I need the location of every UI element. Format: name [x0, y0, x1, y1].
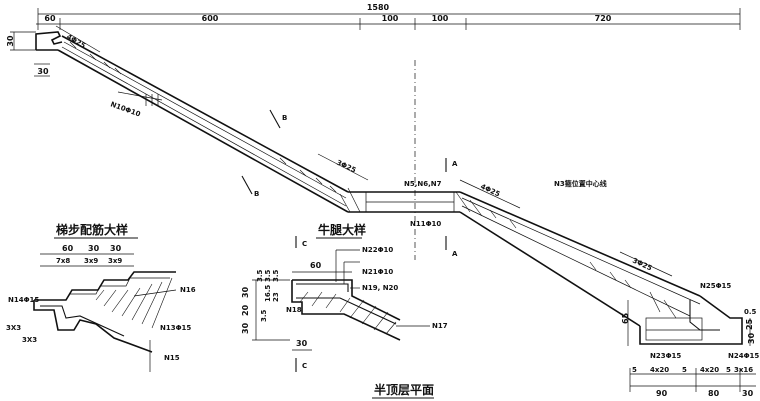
- right-dim-5c: 5: [726, 366, 731, 374]
- step-detail: 梯步配筋大样 60 30 30 7x8 3x9 3x9 N16 N14Φ15 3…: [6, 222, 196, 372]
- corbel-detail: 牛腿大样 60 30 20 30 3.5 3.5 3.5 16.5 23 3.5: [241, 222, 448, 351]
- label-n21: N21Φ10: [362, 268, 393, 276]
- step-dim-30a: 30: [88, 244, 100, 253]
- label-3x3-a: 3X3: [6, 324, 21, 332]
- rebar-brackets: [55, 25, 673, 277]
- dim-720: 720: [595, 14, 612, 23]
- dim-left-30-top: 30: [6, 35, 15, 47]
- right-dim-90: 90: [656, 389, 668, 398]
- label-n11: N11Φ10: [410, 220, 441, 228]
- dim-100a: 100: [382, 14, 399, 23]
- corbel-dim-3-5-c: 3.5: [272, 269, 280, 282]
- corbel-dim-30b: 30: [241, 322, 250, 334]
- right-dim-4x20a: 4x20: [650, 366, 669, 374]
- rebar-labels: 4Φ25 N10Φ10 3Φ25 N5,N6,N7 N11Φ10 4Φ25 3Φ…: [65, 33, 759, 360]
- right-dim-v30: 30: [747, 332, 756, 344]
- left-dimensions: 30 30: [6, 31, 50, 77]
- step-dim-3x9b: 3x9: [108, 257, 122, 265]
- right-dim-80: 80: [708, 389, 720, 398]
- label-n10: N10Φ10: [109, 100, 141, 118]
- step-dim-3x9a: 3x9: [84, 257, 98, 265]
- right-dim-4x20b: 4x20: [700, 366, 719, 374]
- right-dim-5a: 5: [632, 366, 637, 374]
- stair-slab: [35, 31, 743, 345]
- label-n3-centerline: N3箍位置中心线: [554, 179, 607, 188]
- right-dim-30: 30: [742, 389, 754, 398]
- step-dim-30b: 30: [110, 244, 122, 253]
- section-marks: A A B B C C: [241, 60, 458, 372]
- step-detail-title: 梯步配筋大样: [56, 222, 128, 237]
- section-b-bottom: B: [254, 190, 259, 198]
- label-n13: N13Φ15: [160, 324, 191, 332]
- label-n19-n20: N19, N20: [362, 284, 398, 292]
- label-n23: N23Φ15: [650, 352, 681, 360]
- right-dim-5b: 5: [682, 366, 687, 374]
- corbel-dim-bottom-30: 30: [296, 339, 308, 348]
- step-dim-60: 60: [62, 244, 74, 253]
- corbel-dim-3-5-d: 3.5: [260, 309, 268, 322]
- step-dim-7x8: 7x8: [56, 257, 70, 265]
- label-n5-n6-n7: N5,N6,N7: [404, 180, 442, 188]
- plan-title: 半顶层平面: [374, 382, 434, 397]
- label-n18: N18: [286, 306, 302, 314]
- dim-total: 1580: [367, 3, 390, 12]
- corbel-dim-20: 20: [241, 304, 250, 316]
- label-4x25-top: 4Φ25: [65, 33, 87, 50]
- label-n16: N16: [180, 286, 196, 294]
- label-n24: N24Φ15: [728, 352, 759, 360]
- corbel-dim-3-5-b: 3.5: [264, 269, 272, 282]
- corbel-dim-3-5-a: 3.5: [256, 269, 264, 282]
- label-n17: N17: [432, 322, 448, 330]
- top-dimension-line: 1580 60 600 100 100 720: [36, 3, 741, 30]
- corbel-detail-title: 牛腿大样: [318, 222, 366, 237]
- dim-60: 60: [44, 14, 56, 23]
- label-3x3-b: 3X3: [22, 336, 37, 344]
- right-dim-v25: 25: [745, 318, 754, 330]
- section-b-top: B: [282, 114, 287, 122]
- right-dimensions: 5 4x20 5 4x20 5 3x16 90 80 30 65 30 25 0…: [621, 300, 757, 398]
- section-a-bottom: A: [452, 250, 458, 258]
- label-3x25-upper: 3Φ25: [335, 159, 357, 175]
- dim-600: 600: [202, 14, 219, 23]
- label-4x25-lower: 4Φ25: [479, 183, 501, 199]
- label-n22: N22Φ10: [362, 246, 393, 254]
- plan-title-group: 半顶层平面: [372, 382, 434, 399]
- label-n15: N15: [164, 354, 180, 362]
- section-a-top: A: [452, 160, 458, 168]
- corbel-dim-16-5: 16.5: [264, 285, 272, 302]
- label-n25: N25Φ15: [700, 282, 731, 290]
- corbel-dim-60: 60: [310, 261, 322, 270]
- slab-hatching: [69, 41, 677, 319]
- dim-100b: 100: [432, 14, 449, 23]
- section-c-top: C: [302, 240, 307, 248]
- label-n14: N14Φ15: [8, 296, 39, 304]
- section-c-bottom: C: [302, 362, 307, 370]
- right-dim-3x16: 3x16: [734, 366, 753, 374]
- right-dim-65: 65: [621, 312, 630, 324]
- corbel-dim-23: 23: [272, 292, 280, 302]
- dim-left-30-bottom: 30: [37, 67, 49, 76]
- right-dim-small: 0.5: [744, 308, 757, 316]
- corbel-dim-30a: 30: [241, 286, 250, 298]
